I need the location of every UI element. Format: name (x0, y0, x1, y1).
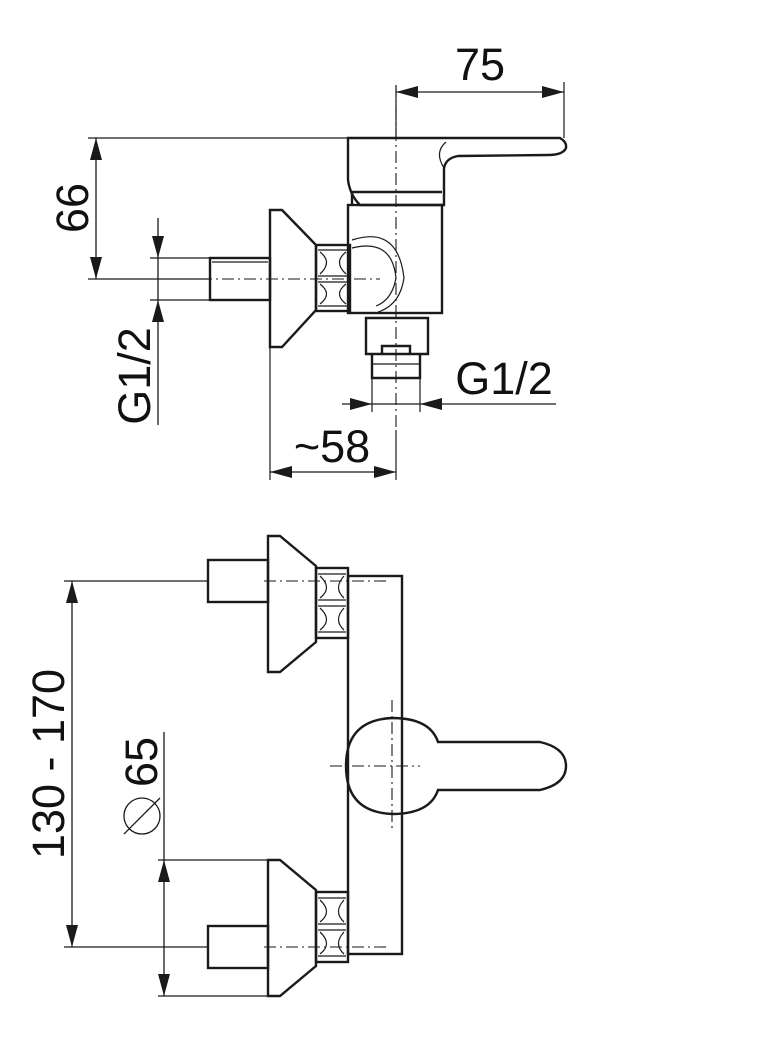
side-lever-curve (438, 141, 447, 169)
dim-66: 66 (47, 137, 348, 280)
dim-inlet-thread-label: G1/2 (109, 327, 160, 425)
dim-outlet-thread: G1/2 (342, 353, 556, 412)
dim-130-170: 130 - 170 (23, 580, 208, 948)
side-body-arc-inner (351, 245, 397, 307)
dim-inlet-thread: G1/2 (109, 218, 210, 425)
dim-58-label: ~58 (294, 421, 370, 472)
side-lever-handle (346, 136, 568, 207)
side-body-top (350, 190, 442, 205)
dim-65: 65 (116, 732, 268, 997)
diameter-symbol-icon (123, 797, 161, 835)
dim-75: 75 (395, 39, 565, 138)
dim-75-label: 75 (455, 39, 505, 90)
front-view: 130 - 170 65 (23, 534, 568, 998)
side-body-arc (351, 236, 405, 313)
side-view: 75 66 G1/2 G1/2 (47, 39, 568, 480)
front-upper-inlet (206, 534, 350, 674)
dim-130-170-label: 130 - 170 (23, 669, 74, 859)
front-body (346, 574, 404, 956)
dim-outlet-thread-label: G1/2 (455, 353, 553, 404)
dim-66-label: 66 (47, 183, 98, 233)
side-outlet (364, 316, 430, 380)
dim-58: ~58 (269, 347, 397, 480)
side-body (346, 203, 444, 315)
side-nut (314, 243, 352, 313)
dim-65-label: 65 (116, 737, 167, 787)
front-lower-inlet (206, 858, 350, 998)
